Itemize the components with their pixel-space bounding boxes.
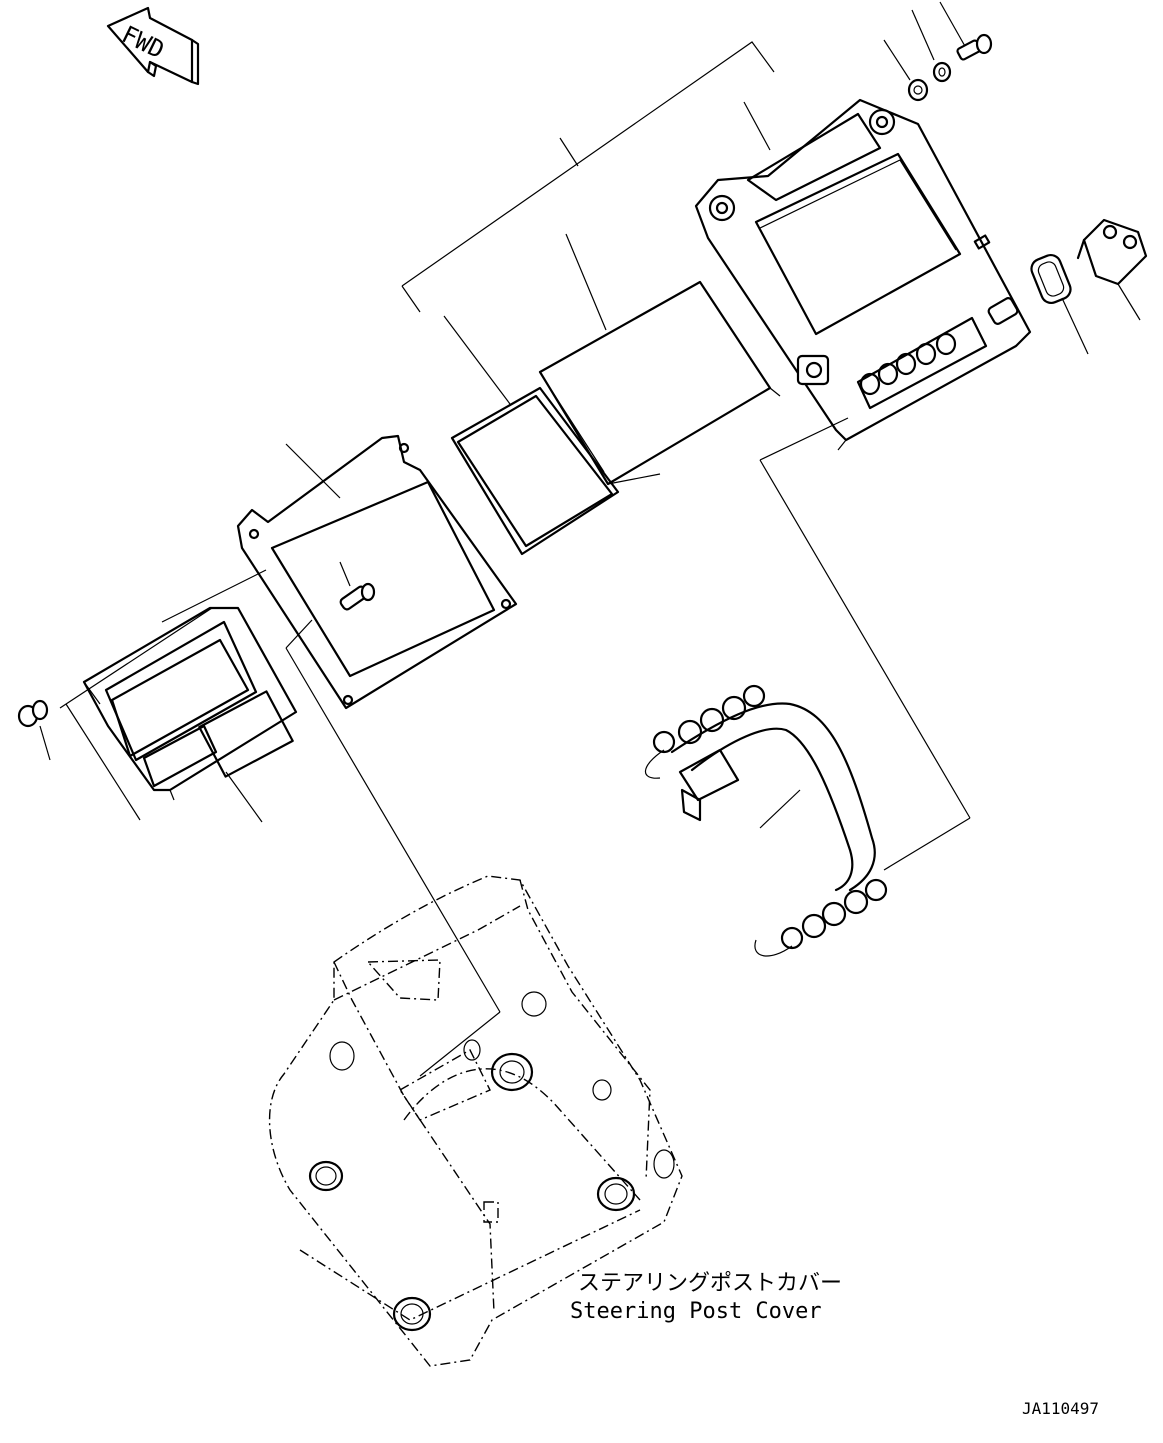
frame-gasket xyxy=(450,386,620,556)
fwd-arrow-icon: FWD xyxy=(106,6,200,86)
connector xyxy=(1076,218,1148,321)
bolt-icon xyxy=(939,1,993,61)
bolt-icon xyxy=(17,699,51,761)
seal-gasket xyxy=(1030,253,1089,355)
wire-harness xyxy=(644,684,888,957)
upper-cover-panel xyxy=(694,98,1032,451)
washer-icon xyxy=(911,9,952,83)
fwd-label: FWD xyxy=(117,20,168,64)
screw-icon xyxy=(339,561,376,611)
monitor-unit xyxy=(82,606,298,801)
part-caption-japanese: ステアリングポストカバー xyxy=(578,1271,842,1296)
mounting-plate xyxy=(236,434,518,710)
washer-icon xyxy=(883,39,929,102)
steering-post-cover xyxy=(268,875,683,1367)
part-caption-english: Steering Post Cover xyxy=(570,1299,822,1324)
assembly-bracket xyxy=(401,41,775,405)
leader-lines xyxy=(59,417,971,1077)
drawing-number: JA110497 xyxy=(1022,1399,1099,1418)
film-sheet xyxy=(538,280,781,486)
